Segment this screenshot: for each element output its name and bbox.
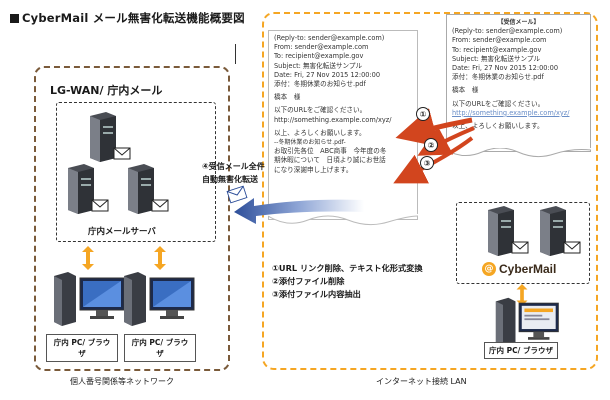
step-marker-3: ③ [420,156,434,170]
received-mail-greeting: 橋本 様 [452,86,479,95]
doc-wave-edge [268,214,418,226]
received-mail-closing: 以上、よろしくお願いします。 [452,122,544,131]
sanitized-mail-extract: になり深謝申し上げます。 [274,165,353,174]
cybermail-server-box [456,202,590,284]
received-mail-line: Subject: 無害化転送サンプル [452,54,541,63]
sanitized-mail-line: Subject: 無害化転送サンプル [274,61,363,70]
transfer-arrow [234,198,364,224]
page-title: CyberMail メール無害化転送機能概要図 [10,10,245,26]
server-icon [128,164,154,214]
transfer-label: ④受信メール全件 自動無害化転送 [202,160,265,186]
desktop-pc-icon [124,272,195,326]
desktop-pc-icon [54,272,125,326]
cybermail-logo-icon: @ [482,262,496,276]
doc-wave-edge [446,148,591,158]
mail-envelope-icon [91,199,109,212]
server-icon [90,112,116,162]
server-icon [540,206,566,256]
server-icon [488,206,514,256]
right-zone-footer: インターネット接続 LAN [376,377,467,386]
step-2-text: ②添付ファイル削除 [272,276,345,286]
left-zone-title: LG-WAN/ 庁内メール [50,84,163,97]
sanitized-mail-line: Date: Fri, 27 Nov 2015 12:00:00 [274,70,381,79]
left-zone [34,66,230,371]
page-title-text: CyberMail メール無害化転送機能概要図 [22,11,245,25]
cybermail-brand: CyberMail [499,262,557,276]
received-mail-line: (Reply-to: sender@example.com) [452,27,563,36]
transfer-label-line1: ④受信メール全件 [202,162,265,171]
vertical-divider [235,44,236,64]
sanitized-mail-link-text: http://something.example.com/xyz/ [274,115,392,124]
sanitized-mail-line: From: sender@example.com [274,43,369,52]
desktop-pc-icon [495,297,559,346]
received-mail-line: Date: Fri, 27 Nov 2015 12:00:00 [452,64,559,73]
cybermail-logo: @ CyberMail [482,262,556,276]
mail-envelope-icon [563,241,581,254]
pc-browser-label: 庁内 PC/ ブラウザ [46,334,118,362]
left-zone-footer: 個人番号関係等ネットワーク [70,377,174,386]
transfer-label-line2: 自動無害化転送 [202,175,258,184]
process-steps: ①URL リンク削除、テキスト化形式変換 ②添付ファイル削除 ③添付ファイル内容… [272,262,423,301]
mail-envelope-icon [511,241,529,254]
step-3-text: ③添付ファイル内容抽出 [272,289,361,299]
server-icon [68,164,94,214]
step-marker-1: ① [416,107,430,121]
sanitized-mail-attachment: --冬期休業のお知らせ.pdf- [274,139,346,147]
sanitized-mail-line: (Reply-to: sender@example.com) [274,34,385,42]
pc-browser-label: 庁内 PC/ ブラウザ [124,334,196,362]
received-mail-body: 以下のURLをご確認ください。 [452,99,545,108]
mail-envelope-icon [151,199,169,212]
mail-envelope-icon [226,185,248,204]
mail-envelope-icon [113,147,131,160]
step-1-text: ①URL リンク削除、テキスト化形式変換 [272,263,423,273]
received-mail-line: To: recipient@example.gov [452,45,542,54]
sanitized-mail-extract: お取引先各位 ABC商事 今年度の冬 [274,147,387,156]
sanitized-mail-extract: 期休暇について 日頃より誠にお世話 [274,156,386,165]
received-mail-line: From: sender@example.com [452,36,547,45]
pc-browser-label: 庁内 PC/ ブラウザ [484,342,558,359]
sync-arrow-icon [82,246,94,270]
right-zone [262,12,598,370]
sync-arrow-icon [154,246,166,270]
title-square-icon [10,13,19,23]
sanitized-mail-body: 以下のURLをご確認ください。 [274,106,367,115]
received-mail-link[interactable]: http://something.example.com/xyz/ [452,108,570,117]
received-mail-header: 【受信メール】 [497,19,540,26]
server-icon-group-right [488,206,581,256]
sanitized-mail-closing: 以上、よろしくお願いします。 [274,128,366,137]
sanitized-mail-line: To: recipient@example.gov [274,52,364,61]
mail-server-box [56,102,216,242]
sanitized-mail-doc: (Reply-to: sender@example.com) From: sen… [268,30,418,220]
step-marker-2: ② [424,138,438,152]
server-icon-group-left [68,112,169,214]
sanitized-mail-line: 添付：冬期休業のお知らせ.pdf [274,80,366,89]
sanitized-mail-greeting: 橋本 様 [274,93,301,102]
mail-server-label: 庁内メールサーバ [88,227,156,237]
sync-arrow-icon [516,284,528,306]
received-mail-line: 添付：冬期休業のお知らせ.pdf [452,73,544,82]
